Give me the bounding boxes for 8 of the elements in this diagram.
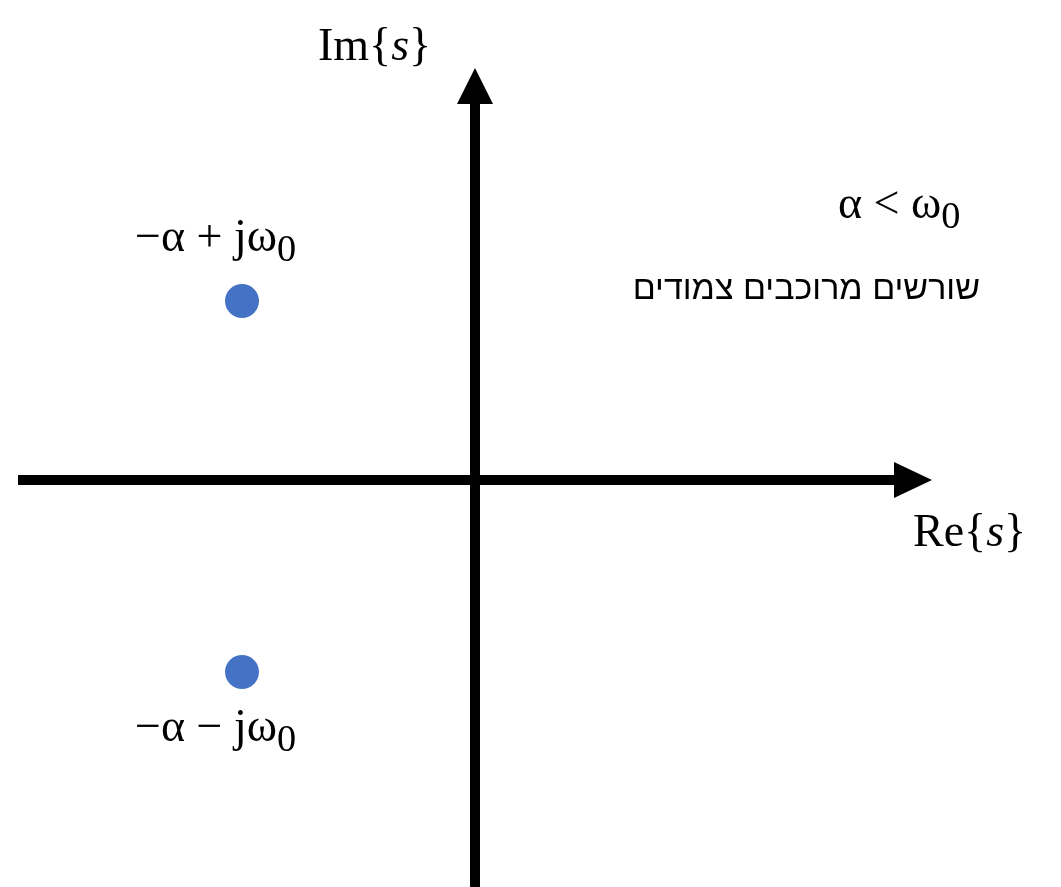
axis-label: Re{s} xyxy=(913,508,1027,554)
axis-label: Im{s} xyxy=(318,22,432,68)
pole-marker xyxy=(225,284,259,318)
pole-label: −α + jω$_{0}$ xyxy=(135,213,297,268)
condition-label: α < ω$_{0}$ xyxy=(838,180,961,235)
pole-marker xyxy=(225,655,259,689)
pole-label: −α − jω$_{0}$ xyxy=(135,703,297,758)
note-text: שורשים מרוכבים צמודים xyxy=(632,270,980,304)
